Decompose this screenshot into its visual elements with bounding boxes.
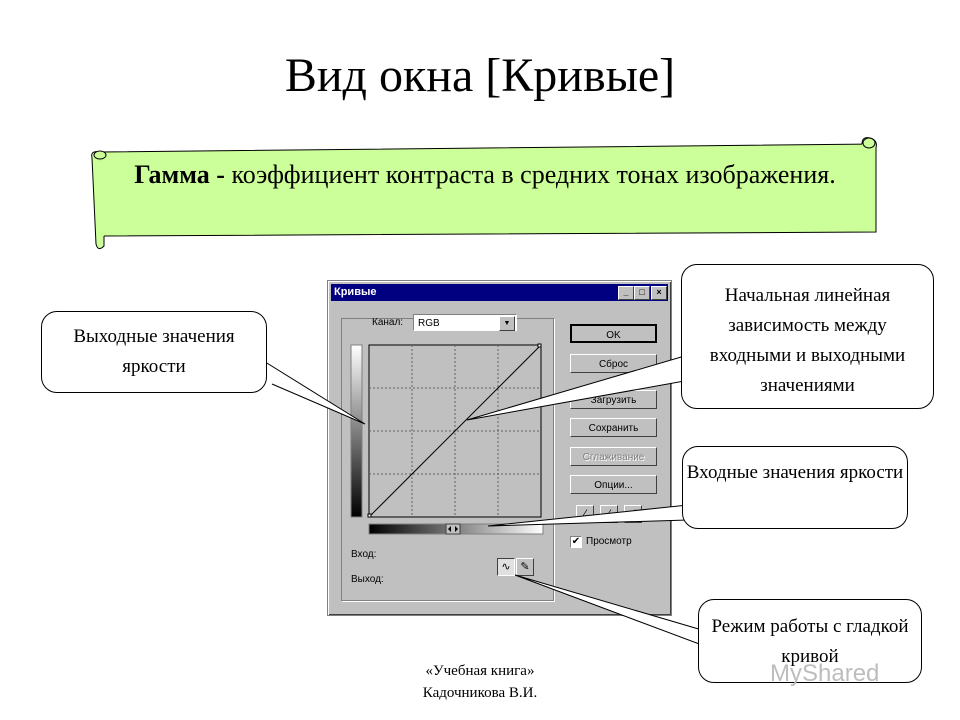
curve-end-point[interactable] [537, 343, 542, 348]
channel-value: RGB [418, 318, 440, 329]
pointer-input [487, 504, 689, 527]
footer-line-1: «Учебная книга» [425, 663, 535, 679]
gamma-definition: Гамма - коэффициент контраста в средних … [120, 158, 850, 191]
channel-label: Канал: [372, 317, 404, 328]
linear-curve[interactable] [369, 345, 541, 517]
pointer-smooth-mode [514, 574, 703, 646]
gamma-definition-text: коэффициент контраста в средних тонах из… [231, 160, 836, 189]
dialog-title: Кривые [334, 286, 377, 298]
callout-input-values: Входные значения яркости [682, 446, 908, 529]
preview-checkbox[interactable]: ✔ [570, 536, 582, 548]
ok-button[interactable]: OK [570, 324, 657, 343]
input-label: Вход: [351, 549, 377, 560]
minimize-icon[interactable]: _ [618, 286, 634, 300]
footer: «Учебная книга» Кадочникова В.И. [0, 660, 960, 704]
channel-select[interactable]: RGB ▼ [413, 314, 517, 331]
callout-linear-dependency: Начальная линейная зависимость между вхо… [681, 264, 934, 409]
curve-start-point[interactable] [367, 513, 372, 518]
watermark: MyShared [770, 660, 880, 687]
dialog-titlebar: Кривые _ □ × [331, 284, 668, 301]
reset-button[interactable]: Сброс [570, 354, 657, 373]
pointer-output [261, 359, 366, 425]
gradient-toggle-icon[interactable] [445, 523, 461, 535]
chevron-down-icon[interactable]: ▼ [499, 316, 515, 331]
gamma-term: Гамма - [134, 160, 225, 189]
scroll-banner [91, 137, 877, 250]
pencil-tool-icon[interactable]: ✎ [516, 558, 534, 576]
maximize-icon[interactable]: □ [634, 286, 650, 300]
curve-graph-area [350, 343, 542, 518]
save-button[interactable]: Сохранить [570, 418, 657, 437]
smooth-curve-tool-icon[interactable]: ∿ [497, 558, 515, 576]
pointer-linear [466, 354, 691, 421]
curves-dialog: Кривые _ □ × Канал: RGB ▼ [327, 280, 672, 616]
options-button[interactable]: Опции... [570, 475, 657, 494]
input-gradient-bar [368, 523, 544, 535]
callout-output-values: Выходные значения яркости [41, 311, 267, 393]
preview-label: Просмотр [586, 536, 632, 547]
output-label: Выход: [351, 574, 384, 585]
smooth-button[interactable]: Сглаживание [570, 447, 657, 466]
footer-line-2: Кадочникова В.И. [422, 685, 538, 701]
slide-title: Вид окна [Кривые] [284, 49, 676, 102]
callout-smooth-mode: Режим работы с гладкой кривой [698, 599, 922, 683]
close-icon[interactable]: × [651, 286, 667, 300]
output-gradient-bar [350, 344, 363, 518]
